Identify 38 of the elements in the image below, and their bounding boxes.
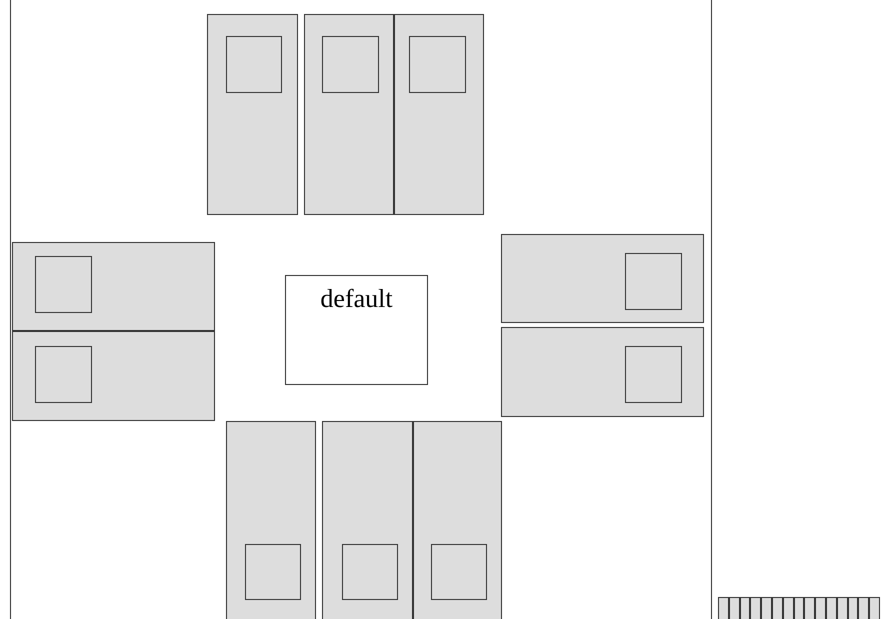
panel [12, 331, 215, 421]
bar [826, 597, 837, 619]
inner-square [409, 36, 466, 93]
bar [750, 597, 762, 619]
bar [718, 597, 729, 619]
panel [501, 327, 704, 417]
panel [226, 421, 316, 619]
bar [794, 597, 804, 619]
inner-square [342, 544, 398, 600]
inner-square [35, 346, 92, 403]
bar [772, 597, 783, 619]
box-label: default [319, 284, 394, 314]
bar [858, 597, 870, 619]
panel [304, 14, 394, 215]
panel [394, 14, 484, 215]
panel [322, 421, 413, 619]
label-box [285, 275, 428, 385]
inner-square [35, 256, 92, 313]
inner-square [245, 544, 301, 600]
bar [815, 597, 826, 619]
inner-square [226, 36, 282, 93]
panel [12, 242, 215, 331]
bar [782, 597, 794, 619]
bar [761, 597, 772, 619]
bar [848, 597, 858, 619]
outer-frame [10, 0, 712, 619]
inner-square [625, 346, 682, 403]
inner-square [322, 36, 379, 93]
bar [740, 597, 750, 619]
bar [728, 597, 740, 619]
panel [413, 421, 502, 619]
panel [501, 234, 704, 323]
panel [207, 14, 298, 215]
inner-square [431, 544, 487, 600]
inner-square [625, 253, 682, 310]
bar [836, 597, 848, 619]
bar [804, 597, 816, 619]
bar [869, 597, 880, 619]
